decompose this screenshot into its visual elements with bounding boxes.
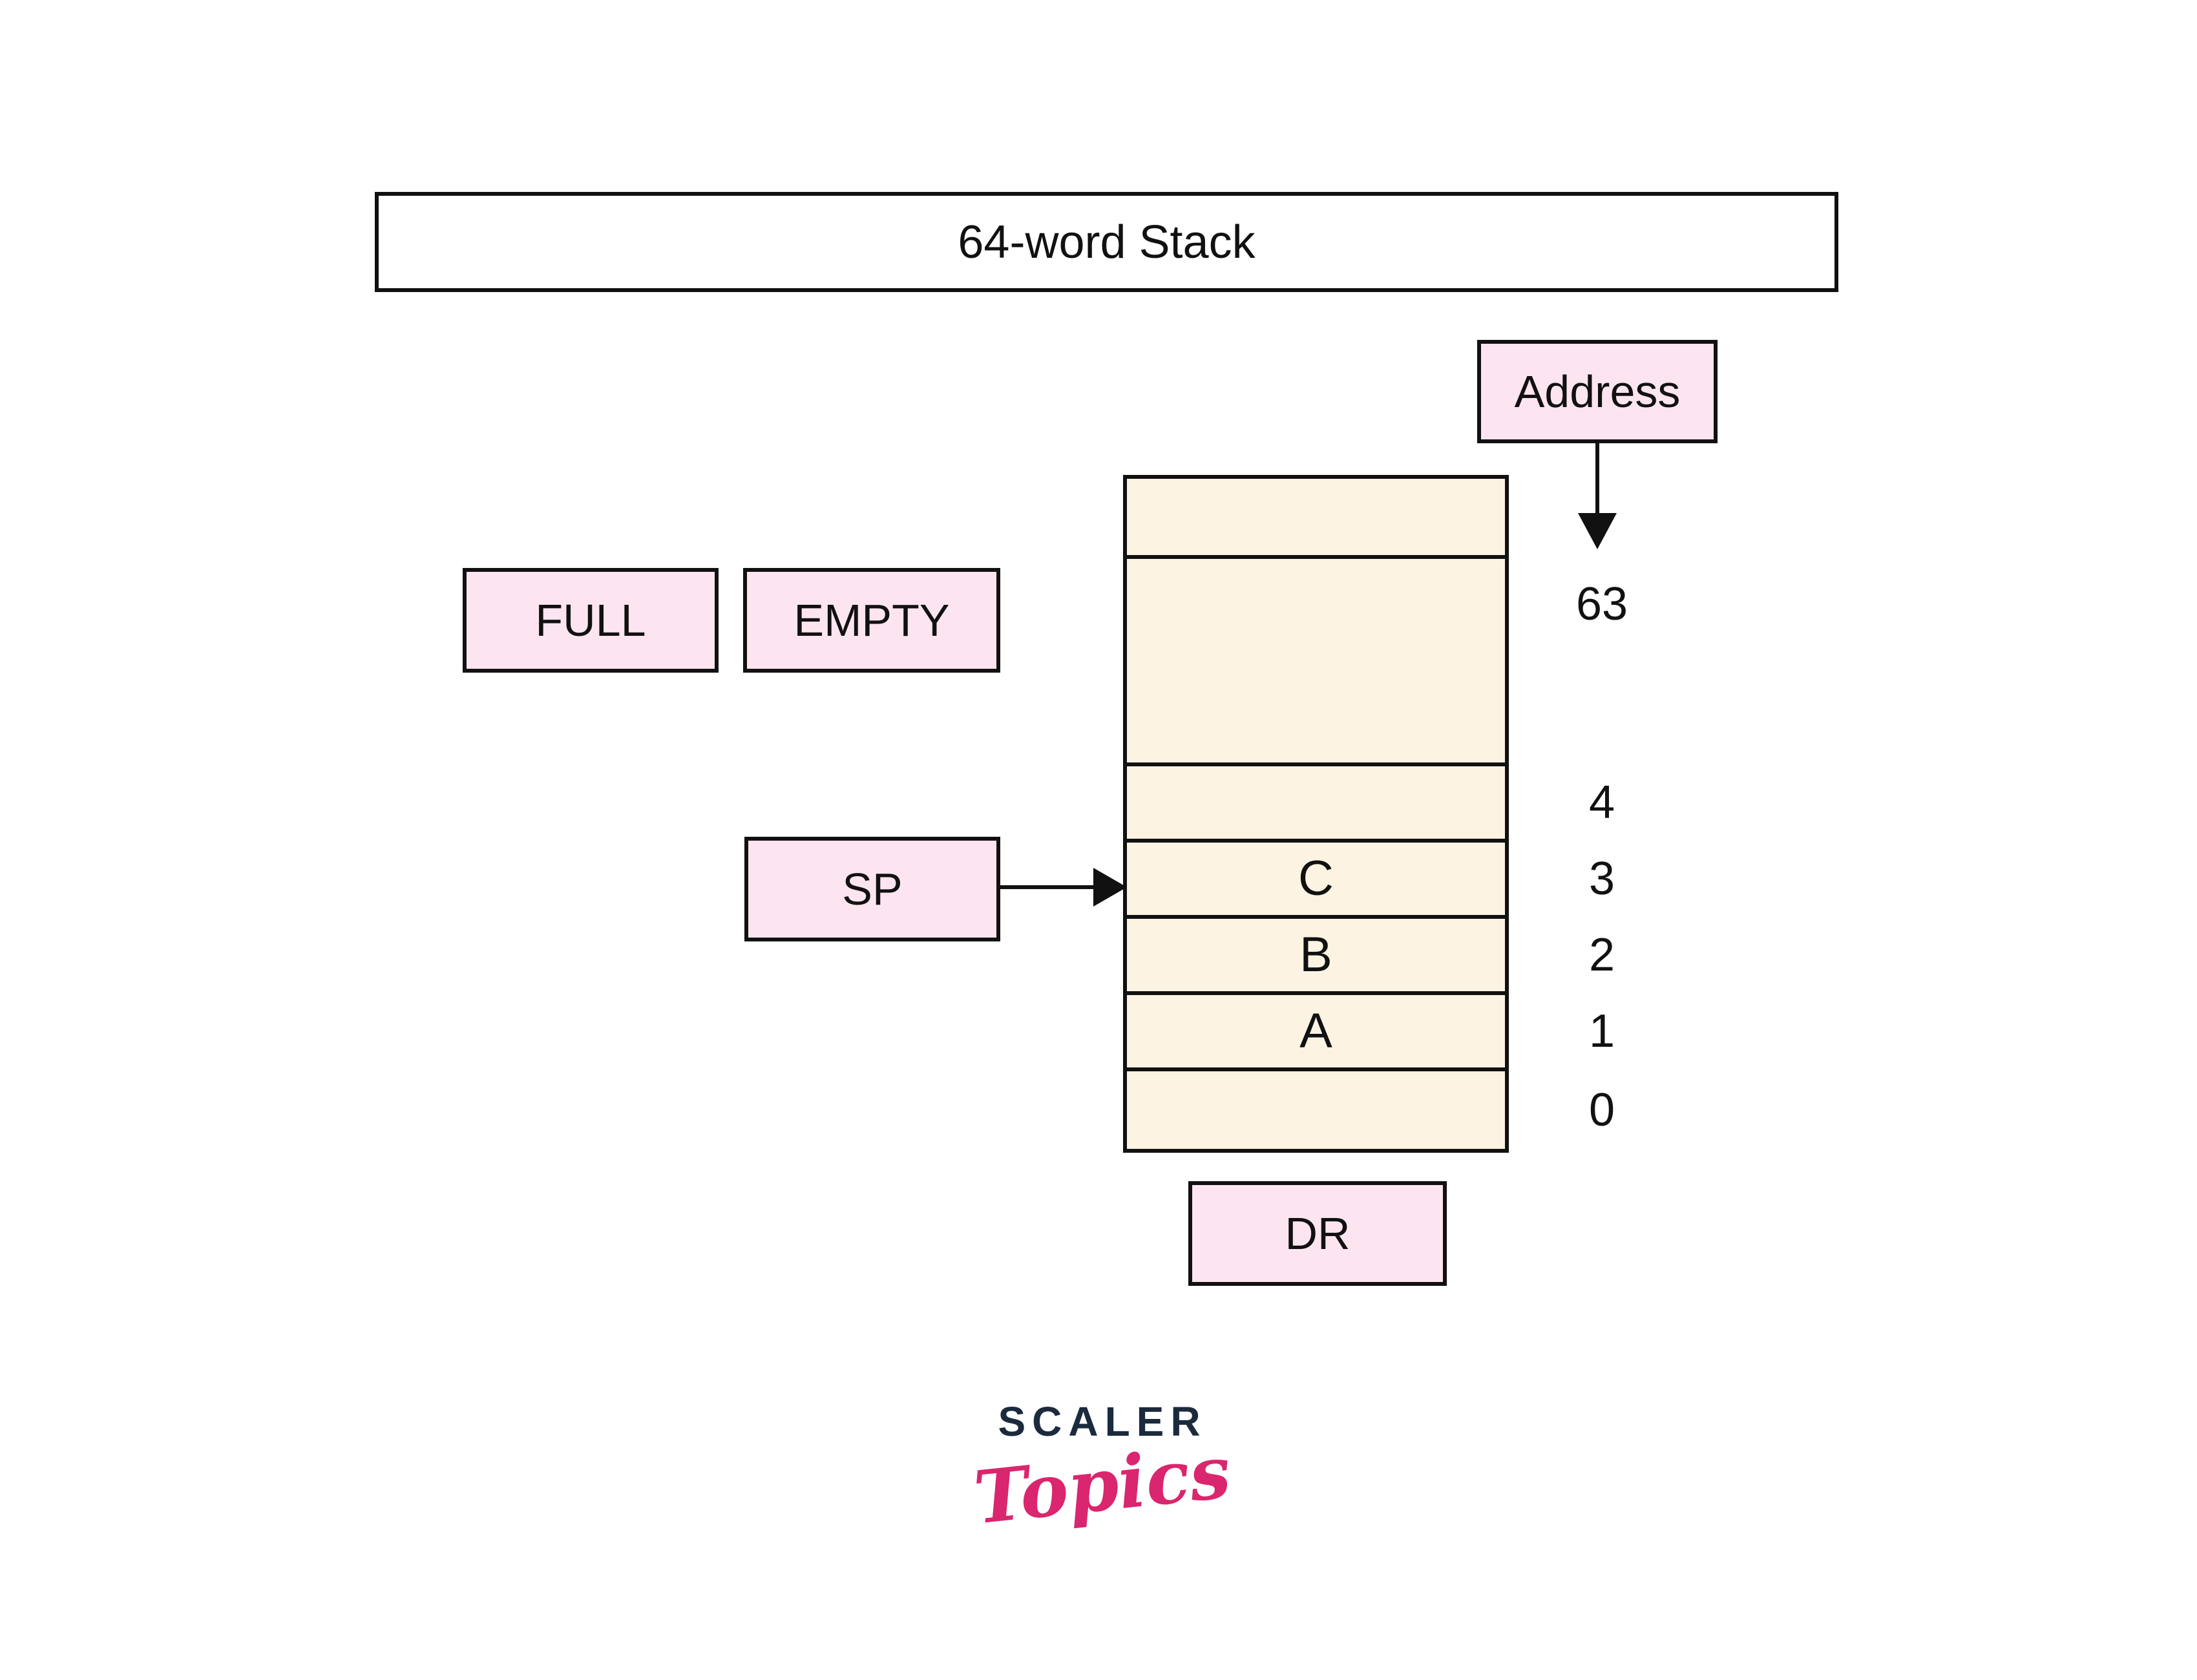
scaler-logo: SCALER Topics xyxy=(967,1398,1238,1540)
stack-cell-value: B xyxy=(1299,927,1332,982)
empty-label: EMPTY xyxy=(794,595,950,646)
sp-register: SP xyxy=(744,837,1000,941)
dr-register: DR xyxy=(1188,1181,1447,1286)
full-label: FULL xyxy=(535,595,646,646)
stack-row-address: 0 xyxy=(1588,1084,1615,1136)
stack-row-address: 63 xyxy=(1575,578,1628,630)
sp-arrow-head-icon xyxy=(1093,868,1127,907)
address-label-box: Address xyxy=(1477,340,1718,443)
sp-label: SP xyxy=(842,864,903,914)
empty-register: EMPTY xyxy=(743,568,1000,673)
title-box: 64-word Stack xyxy=(375,192,1838,292)
stack-cell-value: C xyxy=(1298,851,1334,906)
dr-label: DR xyxy=(1285,1208,1351,1259)
stack-row-address: 4 xyxy=(1588,777,1615,828)
address-arrow-head-icon xyxy=(1578,513,1617,549)
sp-arrow-line xyxy=(1000,885,1096,889)
address-label: Address xyxy=(1514,366,1681,417)
logo-brand-text: SCALER xyxy=(998,1398,1207,1445)
stack-row: 63 xyxy=(1127,559,1628,766)
page-title: 64-word Stack xyxy=(958,216,1256,268)
stack-row-address: 1 xyxy=(1588,1005,1615,1057)
stack-cell-value: A xyxy=(1299,1003,1332,1058)
logo-sub-text: Topics xyxy=(970,1429,1235,1541)
stack-row: 0 xyxy=(1127,1071,1615,1149)
stack-row-address: 3 xyxy=(1588,853,1615,905)
stack-row: 4 xyxy=(1127,766,1615,843)
address-arrow-line xyxy=(1595,443,1599,514)
stack-row-address: 2 xyxy=(1588,929,1615,981)
full-register: FULL xyxy=(463,568,719,673)
stack-row xyxy=(1127,479,1505,559)
